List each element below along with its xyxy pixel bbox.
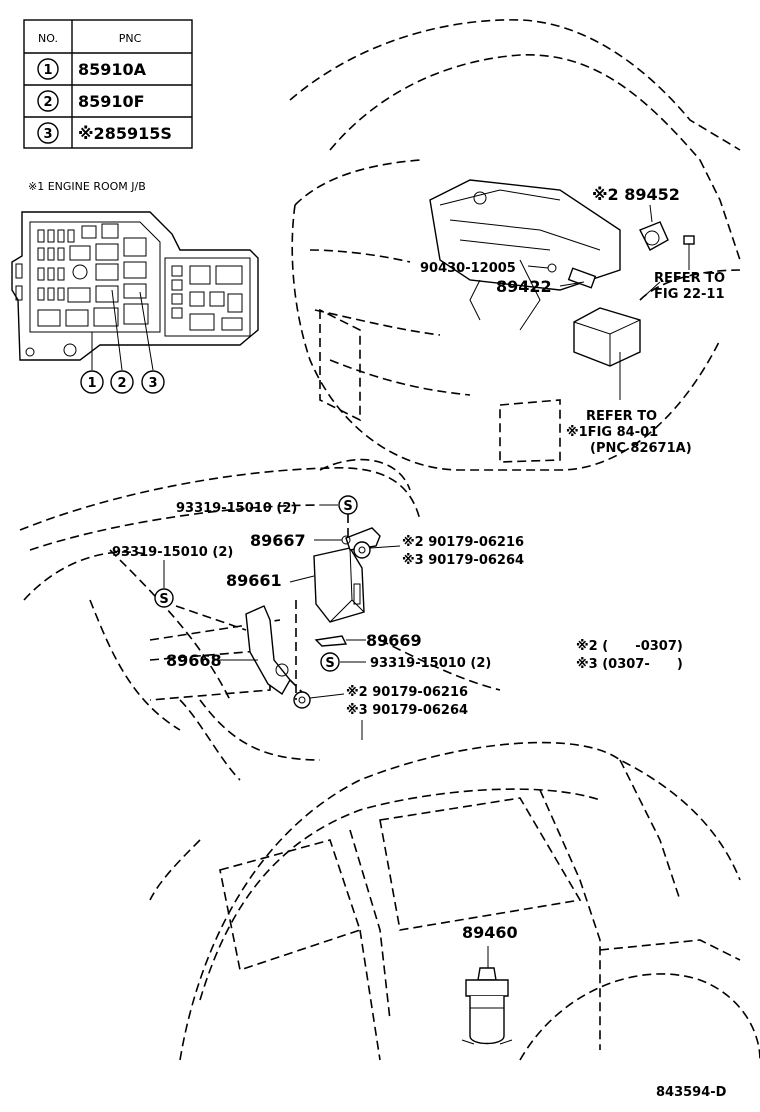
label-90179-06216-top: ※2 90179-06216 — [402, 535, 524, 550]
table-row-pnc: ※285915S — [78, 124, 172, 143]
sensor-89452 — [639, 204, 695, 270]
label-90179-06216-bottom: ※2 90179-06216 — [346, 685, 468, 700]
bolt-icon: S — [320, 652, 366, 672]
vehicle-front-body — [289, 19, 741, 471]
callout-2: 2 — [117, 376, 126, 391]
refer-fig-84-01-line2: ※1FIG 84-01 — [566, 425, 658, 440]
table-row-no: 3 — [43, 127, 52, 142]
label-89668: 89668 — [166, 651, 222, 670]
label-89661: 89661 — [226, 571, 282, 590]
figure-id: 843594-D — [656, 1085, 727, 1100]
table-row-no: 1 — [43, 63, 52, 78]
clip-89669 — [314, 635, 366, 647]
nut-icon — [353, 541, 401, 559]
label-89669: 89669 — [366, 631, 422, 650]
table-row-pnc: 85910F — [78, 92, 145, 111]
svg-text:S: S — [343, 499, 352, 514]
ecu-89661 — [289, 547, 365, 623]
label-89667: 89667 — [250, 531, 306, 550]
engine-room-jb-inset: ※1 ENGINE ROOM J/B — [11, 180, 259, 394]
label-93319-15010-top: 93319-15010 (2) — [176, 501, 297, 516]
label-93319-15010-mid: 93319-15010 (2) — [370, 656, 491, 671]
label-89422: 89422 — [496, 277, 552, 296]
svg-text:S: S — [159, 592, 168, 607]
bolt-icon: S — [154, 560, 174, 608]
svg-text:S: S — [325, 656, 334, 671]
label-90179-06264-top: ※3 90179-06264 — [402, 553, 524, 568]
table-header-pnc: PNC — [119, 32, 142, 45]
table-row-no: 2 — [43, 95, 52, 110]
pnc-table: NO. PNC 1 85910A 2 85910F 3 ※285915S — [23, 19, 193, 149]
note-2: ※2 ( -0307) — [576, 639, 683, 654]
bracket-89668 — [212, 605, 291, 696]
note-3: ※3 (0307- ) — [576, 657, 683, 672]
canister-89460 — [461, 946, 513, 1045]
label-90179-06264-bottom: ※3 90179-06264 — [346, 703, 468, 718]
ecu-box-engine — [573, 281, 661, 400]
engine-assembly — [429, 179, 621, 331]
label-89452: ※2 89452 — [592, 185, 680, 204]
callout-1: 1 — [87, 376, 96, 391]
inset-title: ※1 ENGINE ROOM J/B — [28, 180, 146, 193]
dashboard-interior — [19, 458, 501, 781]
refer-fig-22-11-line1: REFER TO — [654, 271, 725, 286]
table-header-no: NO. — [38, 32, 58, 45]
bracket-89667 — [314, 527, 381, 551]
label-90430-12005: 90430-12005 — [420, 261, 516, 276]
bolt-icon: S — [320, 495, 358, 515]
refer-fig-22-11-line2: FIG 22-11 — [654, 287, 725, 302]
refer-fig-84-01-line1: REFER TO — [586, 409, 657, 424]
refer-fig-84-01-line3: (PNC 82671A) — [590, 441, 692, 456]
callout-3: 3 — [148, 376, 157, 391]
vehicle-rear-body — [149, 741, 760, 1061]
label-93319-15010-left: 93319-15010 (2) — [112, 545, 233, 560]
table-row-pnc: 85910A — [78, 60, 147, 79]
label-89460: 89460 — [462, 923, 518, 942]
sensor-89422 — [527, 263, 597, 289]
